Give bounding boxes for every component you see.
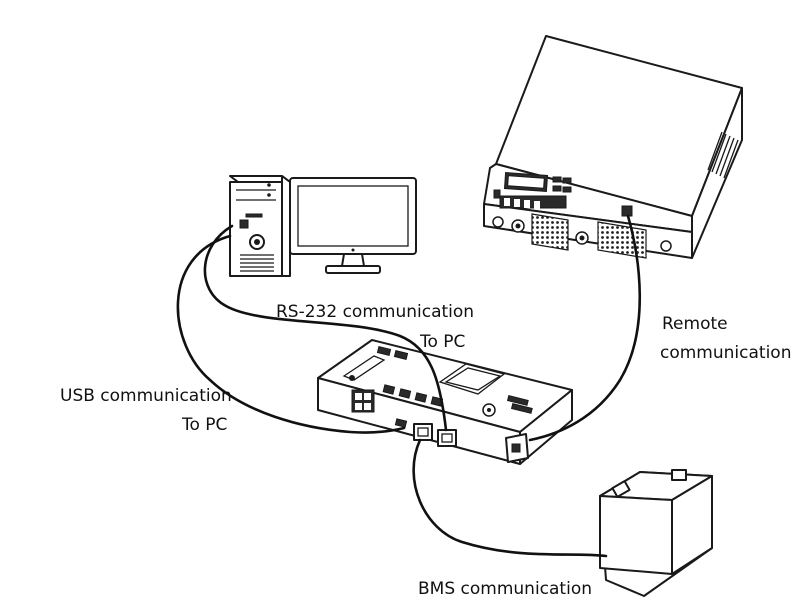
remote-cable xyxy=(528,214,642,442)
pc-tower xyxy=(229,175,291,277)
rs232-cable xyxy=(203,224,448,432)
rs232-label-line2: To PC xyxy=(420,332,466,352)
remote-label-line2: communication xyxy=(660,343,792,363)
usb-cable xyxy=(176,234,406,434)
remote-panel xyxy=(317,339,573,465)
inverter-unit xyxy=(483,35,743,259)
side-vents xyxy=(707,131,739,179)
rs232-label-line1: RS-232 communication xyxy=(276,302,475,322)
remote-label-line1: Remote xyxy=(662,314,728,334)
cables xyxy=(176,214,642,558)
usb-label-line1: USB communication xyxy=(60,386,232,406)
battery-pack xyxy=(599,469,713,597)
bms-cable xyxy=(412,438,608,558)
bms-label: BMS communication xyxy=(418,579,592,599)
usb-label-line2: To PC xyxy=(182,415,228,435)
pc-monitor xyxy=(289,177,417,274)
